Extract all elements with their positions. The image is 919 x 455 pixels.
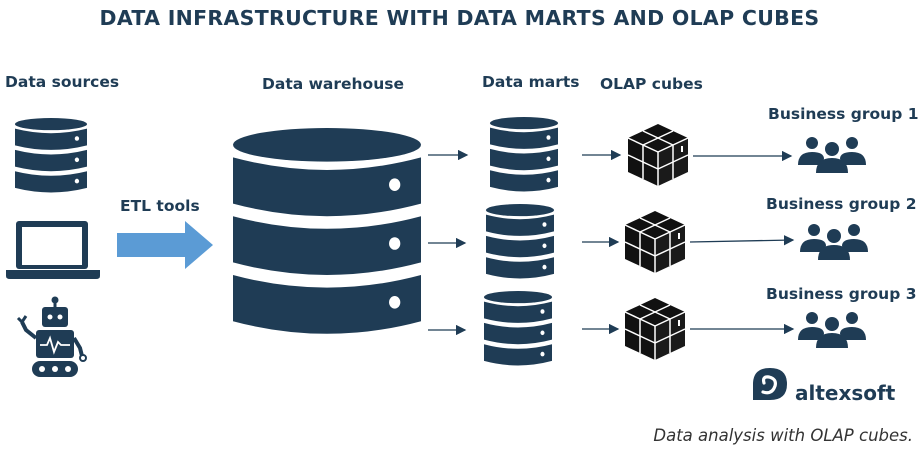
olap-cubes-label: OLAP cubes — [600, 75, 703, 93]
business-group-1-label: Business group 1 — [768, 105, 919, 123]
laptop-icon — [6, 221, 100, 279]
diagram-title: DATA INFRASTRUCTURE WITH DATA MARTS AND … — [99, 6, 820, 30]
figure-caption: Data analysis with OLAP cubes. — [653, 426, 913, 445]
robot-icon — [16, 296, 87, 377]
business-group-3-label: Business group 3 — [766, 285, 917, 303]
arrow-cube-to-group-2 — [689, 234, 795, 246]
business-group-3-user-group-icon — [798, 312, 866, 348]
business-group-2-user-group-icon — [800, 224, 868, 260]
etl-arrow — [117, 221, 213, 269]
source-database-icon — [15, 118, 87, 193]
etl-tools-label: ETL tools — [120, 197, 200, 215]
altexsoft-logo-icon — [753, 368, 787, 400]
data-mart-3-database-icon — [484, 291, 552, 366]
data-sources-label: Data sources — [5, 73, 120, 91]
brand-name: altexsoft — [795, 381, 896, 405]
business-group-1-user-group-icon — [798, 137, 866, 173]
olap-cube-2-icon — [624, 210, 686, 274]
business-group-2-label: Business group 2 — [766, 195, 917, 213]
data-mart-1-database-icon — [490, 117, 558, 192]
data-mart-2-database-icon — [486, 204, 554, 279]
olap-cube-3-icon — [624, 297, 686, 361]
data-warehouse-label: Data warehouse — [262, 75, 404, 93]
olap-cube-1-icon — [627, 123, 689, 187]
data-warehouse-database-icon — [233, 128, 421, 334]
data-marts-label: Data marts — [482, 73, 580, 91]
